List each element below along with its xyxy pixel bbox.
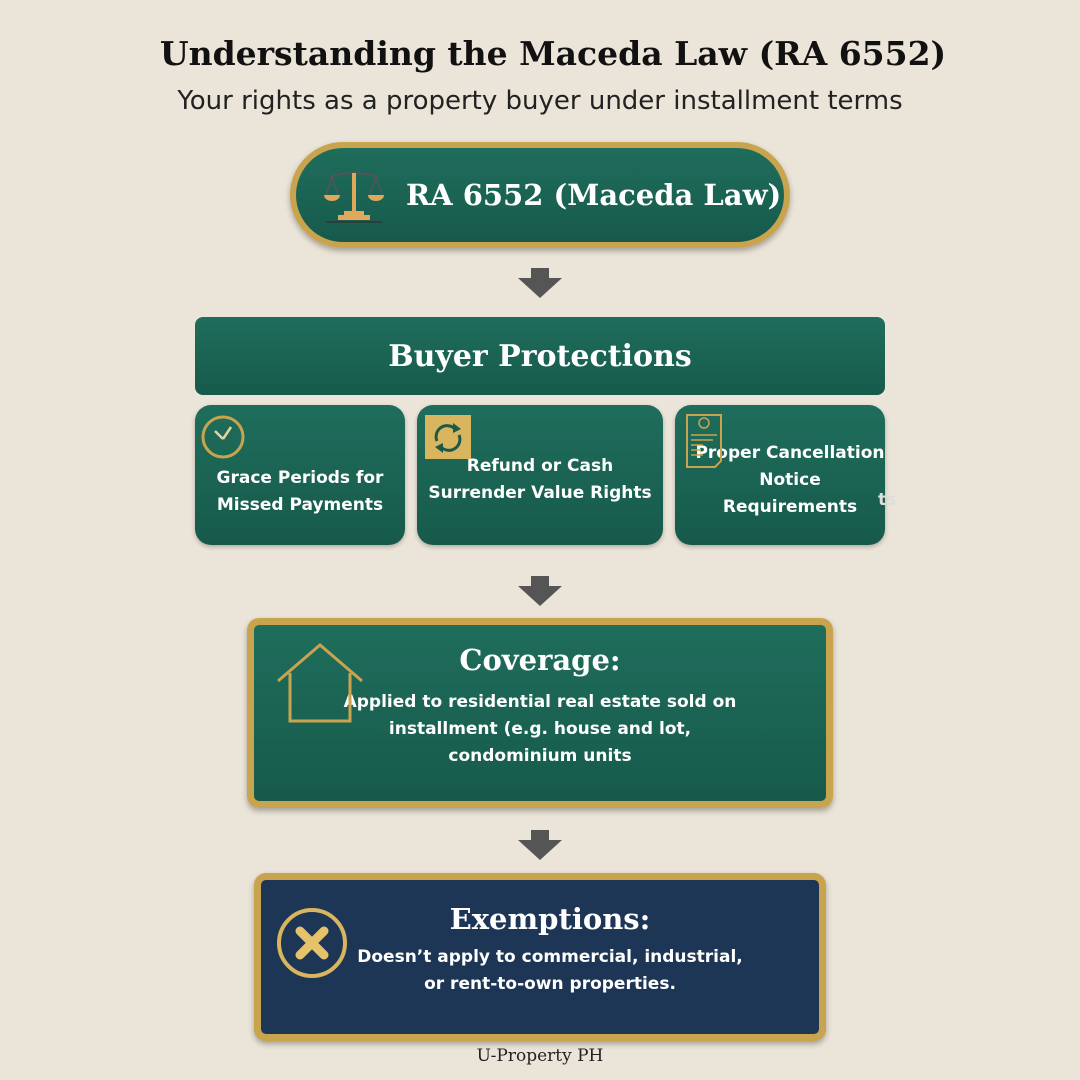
exemptions-text: Doesn’t apply to commercial, industrial,… [357, 947, 743, 994]
law-pill: RA 6552 (Maceda Law) [290, 142, 790, 248]
footer-brand: U-Property PH [476, 1046, 604, 1066]
arrow-down-icon [518, 268, 562, 298]
law-label: RA 6552 (Maceda Law) [406, 178, 782, 212]
page-subtitle: Your rights as a property buyer under in… [177, 86, 903, 116]
protection-card: Grace Periods for Missed Payments [195, 405, 405, 545]
protection-card: Proper Cancellation Notice Requirements [675, 405, 885, 545]
coverage-heading: Coverage: [459, 643, 621, 677]
exemptions-heading: Exemptions: [449, 902, 651, 936]
artifact-text: ts [878, 490, 897, 510]
arrow-down-icon [518, 830, 562, 860]
house-icon [277, 643, 363, 723]
x-circle-icon [277, 908, 347, 978]
coverage-box: Coverage: Applied to residential real es… [247, 618, 833, 808]
refresh-arrows-icon [425, 415, 471, 459]
clock-icon [201, 415, 245, 459]
card-label: Proper Cancellation Notice Requirements [695, 442, 885, 517]
protection-card: Refund or Cash Surrender Value Rights [417, 405, 663, 545]
scales-of-justice-icon [324, 172, 384, 223]
coverage-text: Applied to residential real estate sold … [343, 692, 737, 766]
buyer-protections-heading: Buyer Protections [195, 317, 885, 395]
notice-document-icon [686, 414, 722, 468]
page-title: Understanding the Maceda Law (RA 6552) [159, 34, 947, 73]
card-label: Refund or Cash Surrender Value Rights [428, 456, 652, 503]
exemptions-box: Exemptions: Doesn’t apply to commercial,… [254, 873, 826, 1041]
arrow-down-icon [518, 576, 562, 606]
card-label: Grace Periods for Missed Payments [216, 468, 384, 515]
